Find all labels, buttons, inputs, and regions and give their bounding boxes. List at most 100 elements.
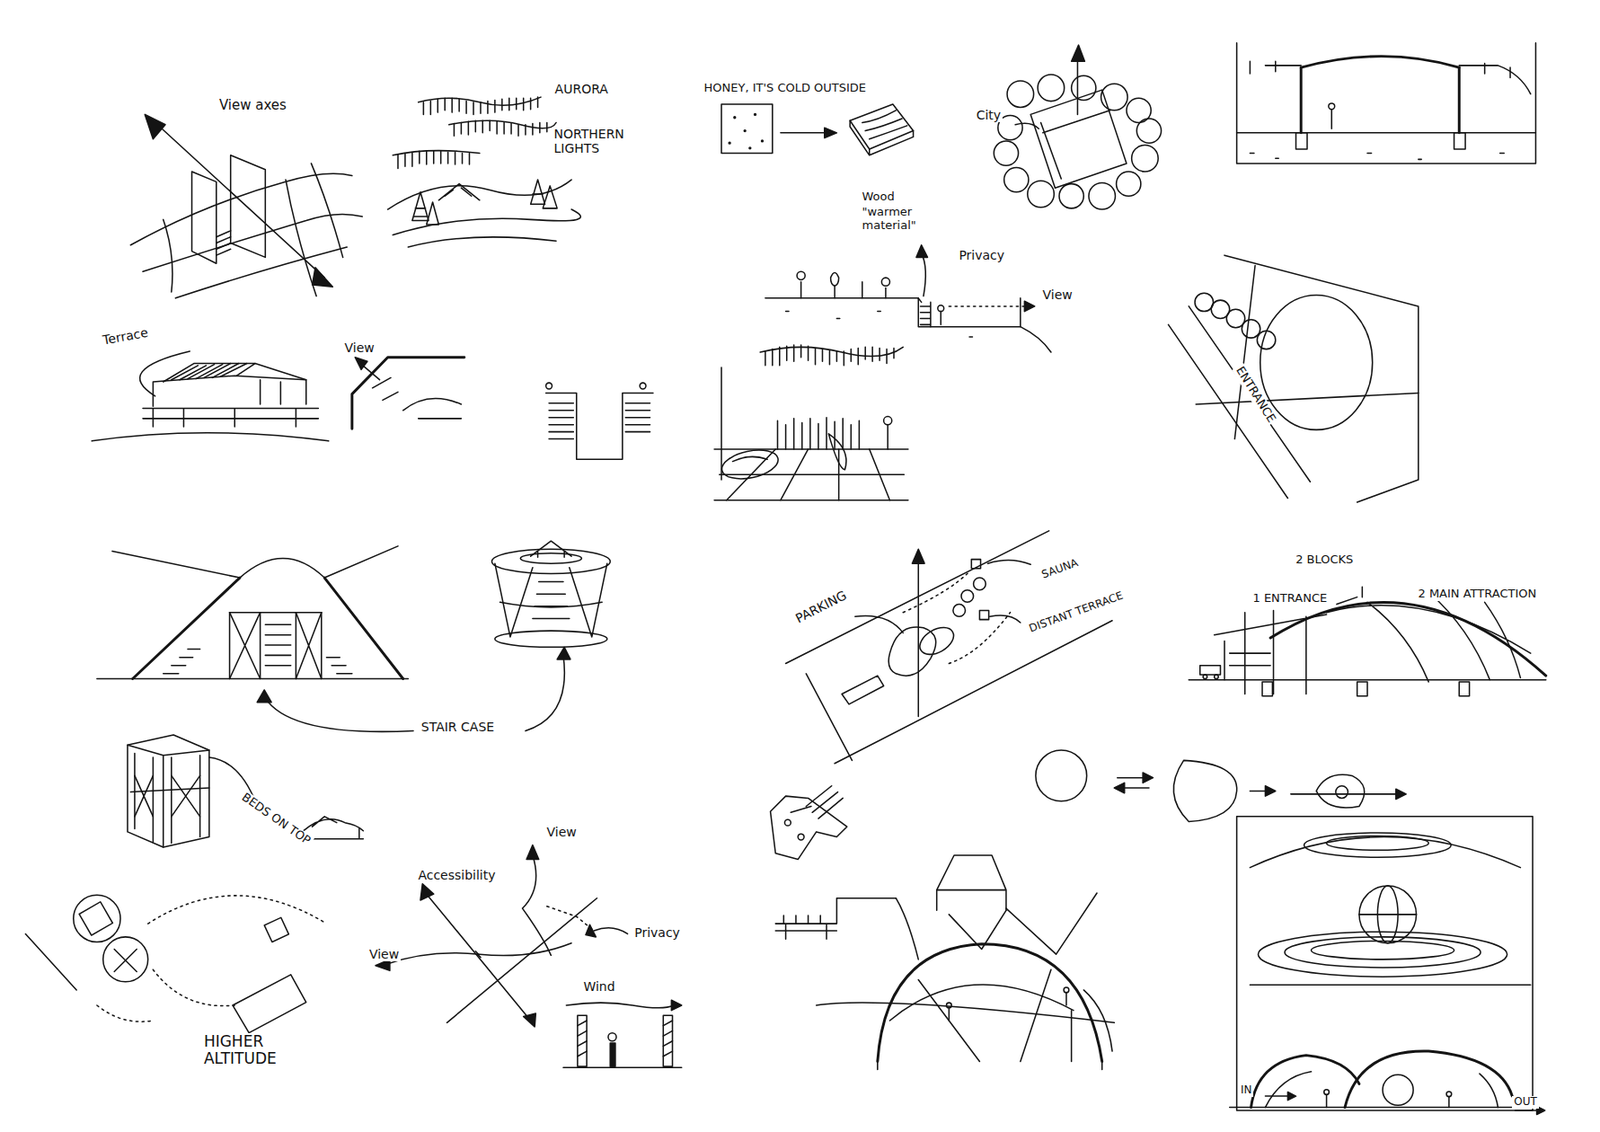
terrace-house-sketch-stroke (255, 363, 307, 405)
dome-studies-stroke (797, 833, 805, 840)
courtyard-perspective-stroke (828, 433, 847, 470)
form-evolution (1035, 750, 1406, 823)
two-blocks-elevation-stroke (1336, 586, 1362, 604)
terrace-house-sketch-stroke (352, 357, 465, 430)
two-blocks-elevation (1188, 586, 1547, 697)
courtyard-perspective (714, 344, 909, 501)
two-blocks-elevation-stroke (1200, 665, 1221, 675)
view-axes-sketch-stroke (312, 267, 334, 288)
privacy-section-stroke (833, 285, 836, 299)
cut-section-stroke (625, 403, 650, 433)
entrance-plan-stroke (1234, 265, 1256, 439)
sketch-label: PARKING (791, 586, 851, 627)
view-axes-sketch-stroke (285, 179, 317, 296)
city-site-plan-stroke (1037, 74, 1065, 102)
aurora-sketch-stroke (426, 202, 440, 225)
courtyard-perspective-stroke (720, 367, 723, 480)
material-sketch-stroke (749, 147, 752, 150)
round-pavilion-stroke (520, 553, 582, 564)
section-sketch (1237, 43, 1537, 164)
site-plan-stroke (953, 604, 966, 618)
section-sketch-stroke (1328, 103, 1335, 110)
site-plan-stroke (855, 615, 903, 633)
section-sketch-stroke (1264, 65, 1530, 95)
privacy-section-stroke (918, 298, 931, 328)
courtyard-perspective-stroke (726, 449, 891, 501)
courtyard-perspective-stroke (886, 424, 889, 450)
planetarium-sketch-stroke (1237, 816, 1533, 1111)
form-evolution-stroke (1142, 772, 1153, 783)
sketch-label: STAIR CASE (419, 719, 496, 734)
terrace-house-sketch-stroke (171, 363, 248, 381)
sketch-label: SAUNA (1038, 556, 1082, 583)
bed-tower-sketch-stroke (301, 816, 363, 832)
bed-tower-sketch-stroke (130, 787, 209, 793)
courtyard-perspective-stroke (883, 416, 893, 425)
privacy-section (765, 245, 1052, 353)
site-plan-stroke (888, 627, 937, 676)
privacy-section-stroke (916, 245, 928, 258)
altitude-plan-stroke (79, 901, 113, 936)
city-site-plan-stroke (1015, 123, 1039, 129)
dome-studies-stroke (816, 1002, 1115, 1023)
site-plan-stroke (987, 559, 1031, 565)
altitude-plan-stroke (103, 937, 149, 982)
material-sketch-stroke (728, 141, 731, 144)
staircase-leader (256, 646, 571, 732)
planetarium-sketch-stroke (1287, 1092, 1296, 1101)
planetarium-sketch-stroke (1324, 1089, 1330, 1096)
bed-tower-sketch-stroke (134, 775, 201, 816)
round-pavilion-stroke (532, 582, 570, 619)
wind-section-stroke (671, 999, 681, 1010)
site-plan-stroke (973, 577, 987, 591)
aurora-sketch-stroke (397, 150, 470, 168)
section-sketch-stroke (1296, 132, 1308, 150)
sketch-label: View (367, 946, 401, 962)
altitude-plan-stroke (114, 949, 137, 973)
sketch-label: HONEY, IT'S COLD OUTSIDE (702, 81, 869, 96)
entrance-plan-stroke (1224, 255, 1419, 503)
round-pavilion-stroke (530, 540, 572, 557)
aurora-sketch (388, 97, 582, 248)
site-plan-stroke (917, 559, 920, 717)
city-site-plan-stroke (1071, 44, 1086, 62)
dome-studies-stroke (1065, 992, 1068, 1006)
terrace-house-sketch-stroke (152, 375, 306, 407)
cut-section-stroke (546, 392, 654, 460)
city-site-plan-stroke (1004, 167, 1029, 192)
sketch-label: NORTHERN LIGHTS (552, 126, 642, 156)
dome-studies-stroke (775, 898, 896, 939)
site-plan-stroke (911, 548, 925, 564)
aurora-sketch-stroke (418, 97, 541, 106)
cut-section-stroke (546, 382, 553, 389)
view-axes-sketch-stroke (130, 173, 352, 246)
dome-studies-stroke (784, 819, 791, 826)
planetarium-sketch-stroke (1229, 1106, 1531, 1109)
planetarium-sketch-stroke (1264, 1095, 1291, 1097)
sketch-label: View (1041, 287, 1075, 302)
planetarium-sketch-stroke (1344, 1051, 1512, 1108)
material-sketch-stroke (743, 130, 746, 133)
entrance-plan (1168, 255, 1419, 503)
form-evolution-stroke (1316, 774, 1365, 808)
site-forces-diagram-stroke (522, 855, 552, 955)
section-sketch-stroke (1249, 61, 1511, 78)
two-blocks-elevation-stroke (1326, 592, 1531, 682)
wind-section-stroke (565, 1002, 673, 1008)
privacy-section-stroke (861, 282, 864, 299)
dome-staircase-section-stroke (239, 557, 325, 578)
dome-studies (770, 786, 1115, 1070)
city-site-plan-stroke (1136, 118, 1161, 143)
site-plan-stroke (786, 530, 1050, 664)
view-axes-sketch-stroke (310, 163, 343, 257)
sketch-label: ENTRANCE (1231, 362, 1279, 427)
cut-section (546, 382, 654, 460)
form-evolution-stroke (1113, 782, 1124, 793)
site-plan-stroke (971, 559, 981, 569)
entrance-plan-stroke (1168, 324, 1289, 498)
site-forces-diagram-stroke (385, 943, 572, 965)
site-plan-stroke (805, 673, 852, 761)
dome-staircase-section (97, 546, 408, 680)
